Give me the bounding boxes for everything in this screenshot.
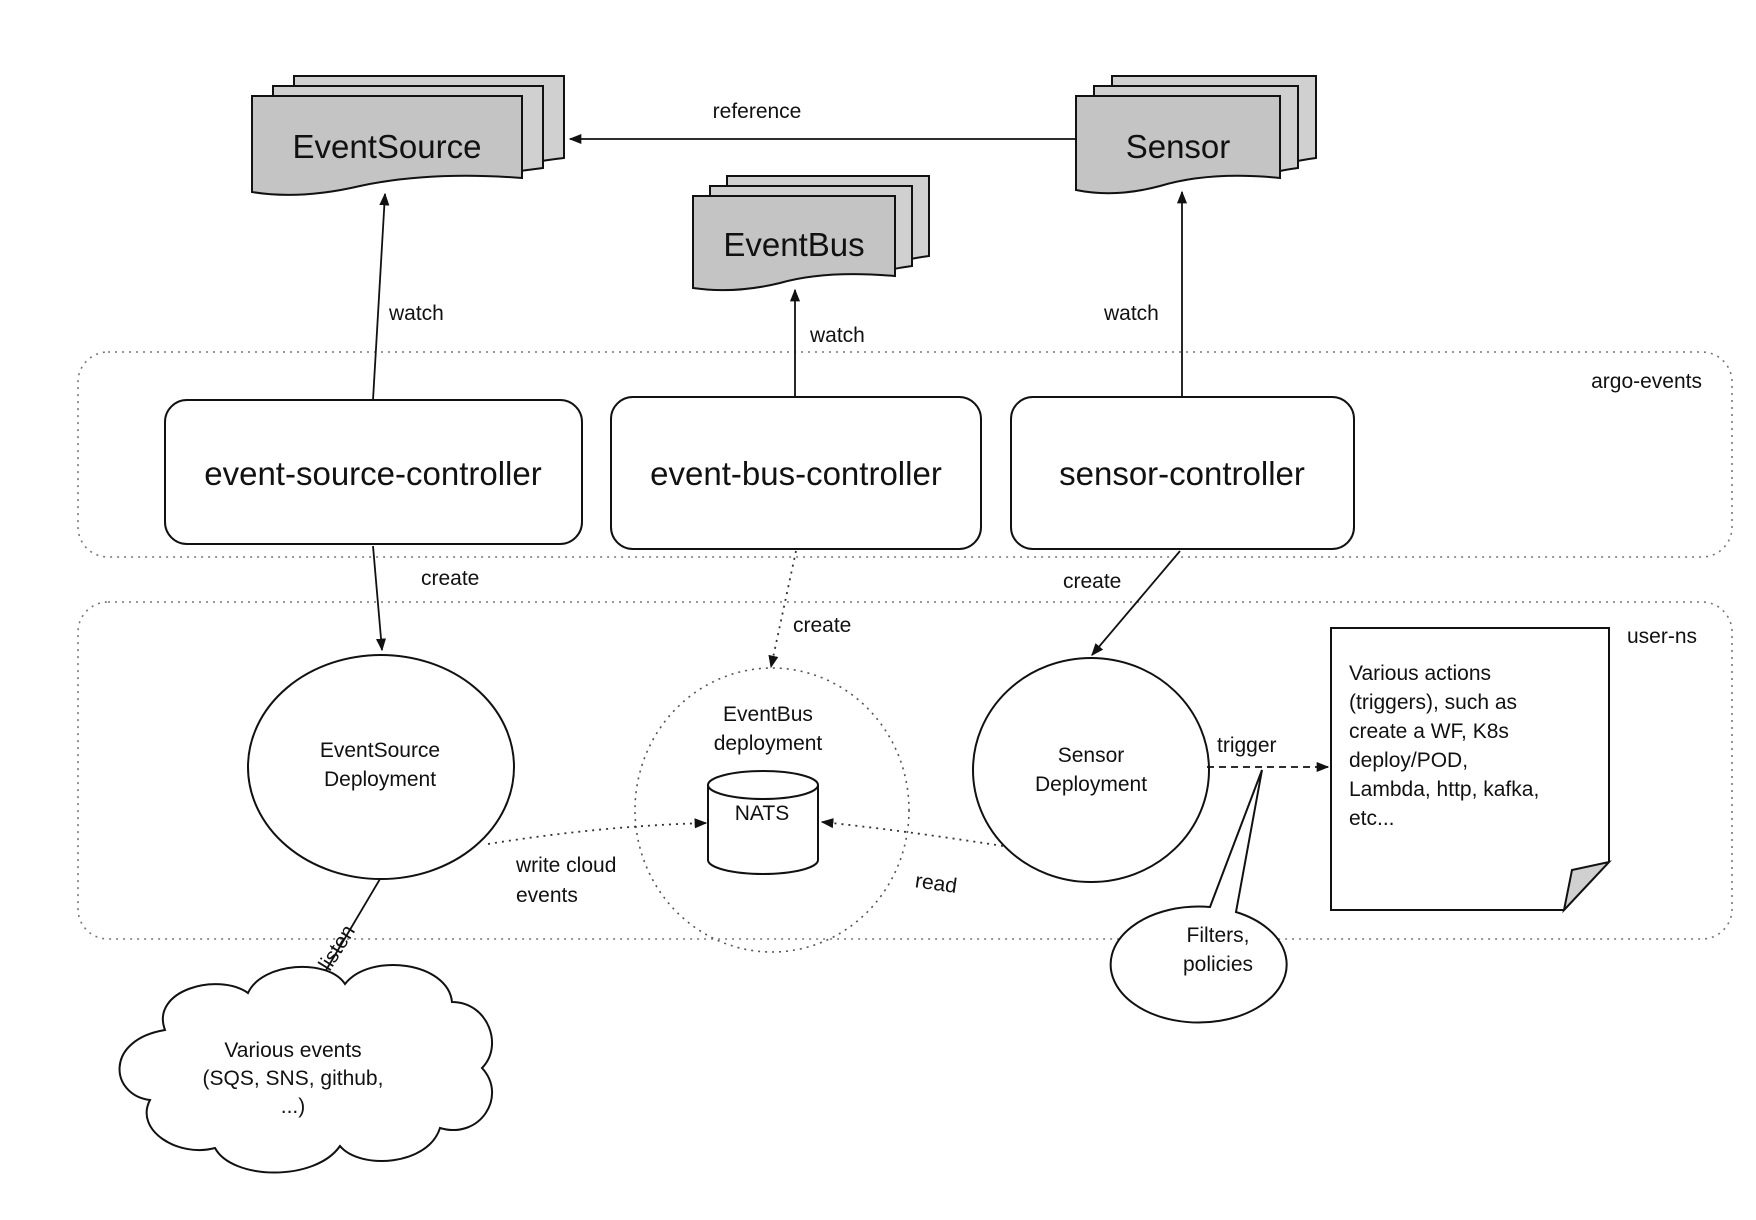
event-bus-deployment <box>634 667 910 953</box>
nats-cylinder: NATS <box>707 770 819 875</box>
create-event-bus-edge <box>768 550 797 669</box>
create-sensor-label: create <box>1063 570 1121 593</box>
event-bus-controller-label: event-bus-controller <box>650 455 942 492</box>
nats-label: NATS <box>735 802 789 825</box>
various-actions-note: Various actions (triggers), such as crea… <box>1330 627 1612 914</box>
various-actions-line2: (triggers), such as <box>1349 691 1517 714</box>
create-event-source-edge <box>372 545 387 652</box>
various-events-label-line1: Various events <box>224 1039 361 1062</box>
event-bus-controller-box <box>610 396 982 550</box>
sensor-deployment-label-line1: Sensor <box>1058 744 1125 767</box>
various-actions-line5: Lambda, http, kafka, <box>1349 778 1539 801</box>
reference-edge-label: reference <box>713 100 802 123</box>
various-events-cloud <box>118 964 494 1174</box>
user-ns-namespace-frame <box>77 601 1733 940</box>
event-bus-deployment-label-line1: EventBus <box>723 703 813 726</box>
argo-events-namespace-label: argo-events <box>1591 370 1702 393</box>
create-event-source-label: create <box>421 567 479 590</box>
event-source-crd: EventSource <box>251 75 565 196</box>
various-actions-line6: etc... <box>1349 807 1395 830</box>
write-cloud-events-edge <box>487 818 708 845</box>
filters-policies-bubble <box>1109 769 1288 1024</box>
various-events-label-line2: (SQS, SNS, github, <box>203 1067 384 1090</box>
sensor-crd-label: Sensor <box>1126 128 1231 165</box>
various-actions-line4: deploy/POD, <box>1349 749 1468 772</box>
event-source-controller-label: event-source-controller <box>204 455 541 492</box>
various-actions-line3: create a WF, K8s <box>1349 720 1509 743</box>
event-source-deployment <box>247 654 515 880</box>
event-bus-deployment-label-line2: deployment <box>714 732 823 755</box>
filters-policies-label-line2: policies <box>1183 953 1253 976</box>
event-bus-crd-label: EventBus <box>723 226 864 263</box>
sensor-crd: Sensor <box>1075 75 1317 195</box>
event-source-controller-box <box>164 399 583 545</box>
event-source-deployment-label-line2: Deployment <box>324 768 436 791</box>
watch-sensor-label: watch <box>1103 302 1159 325</box>
event-bus-crd: EventBus <box>692 175 930 292</box>
listen-edge-label: listen <box>314 921 359 975</box>
create-event-bus-label: create <box>793 614 851 637</box>
read-edge <box>820 818 1004 847</box>
sensor-deployment-label-line2: Deployment <box>1035 773 1147 796</box>
create-sensor-edge <box>1091 550 1181 656</box>
sensor-controller-box <box>1010 396 1355 550</box>
user-ns-namespace-label: user-ns <box>1627 625 1697 648</box>
trigger-edge-label: trigger <box>1217 734 1277 757</box>
watch-event-source-edge <box>372 192 390 401</box>
watch-event-bus-label: watch <box>809 324 865 347</box>
write-cloud-events-label-line1: write cloud <box>515 854 616 877</box>
sensor-controller-label: sensor-controller <box>1059 455 1305 492</box>
watch-event-source-label: watch <box>388 302 444 325</box>
write-cloud-events-label-line2: events <box>516 884 578 907</box>
various-actions-line1: Various actions <box>1349 662 1491 685</box>
read-edge-label: read <box>914 869 959 898</box>
event-source-deployment-label-line1: EventSource <box>320 739 440 762</box>
filters-policies-label-line1: Filters, <box>1187 924 1250 947</box>
event-source-crd-label: EventSource <box>293 128 482 165</box>
sensor-deployment <box>972 657 1210 883</box>
various-events-label-line3: ...) <box>281 1095 306 1118</box>
